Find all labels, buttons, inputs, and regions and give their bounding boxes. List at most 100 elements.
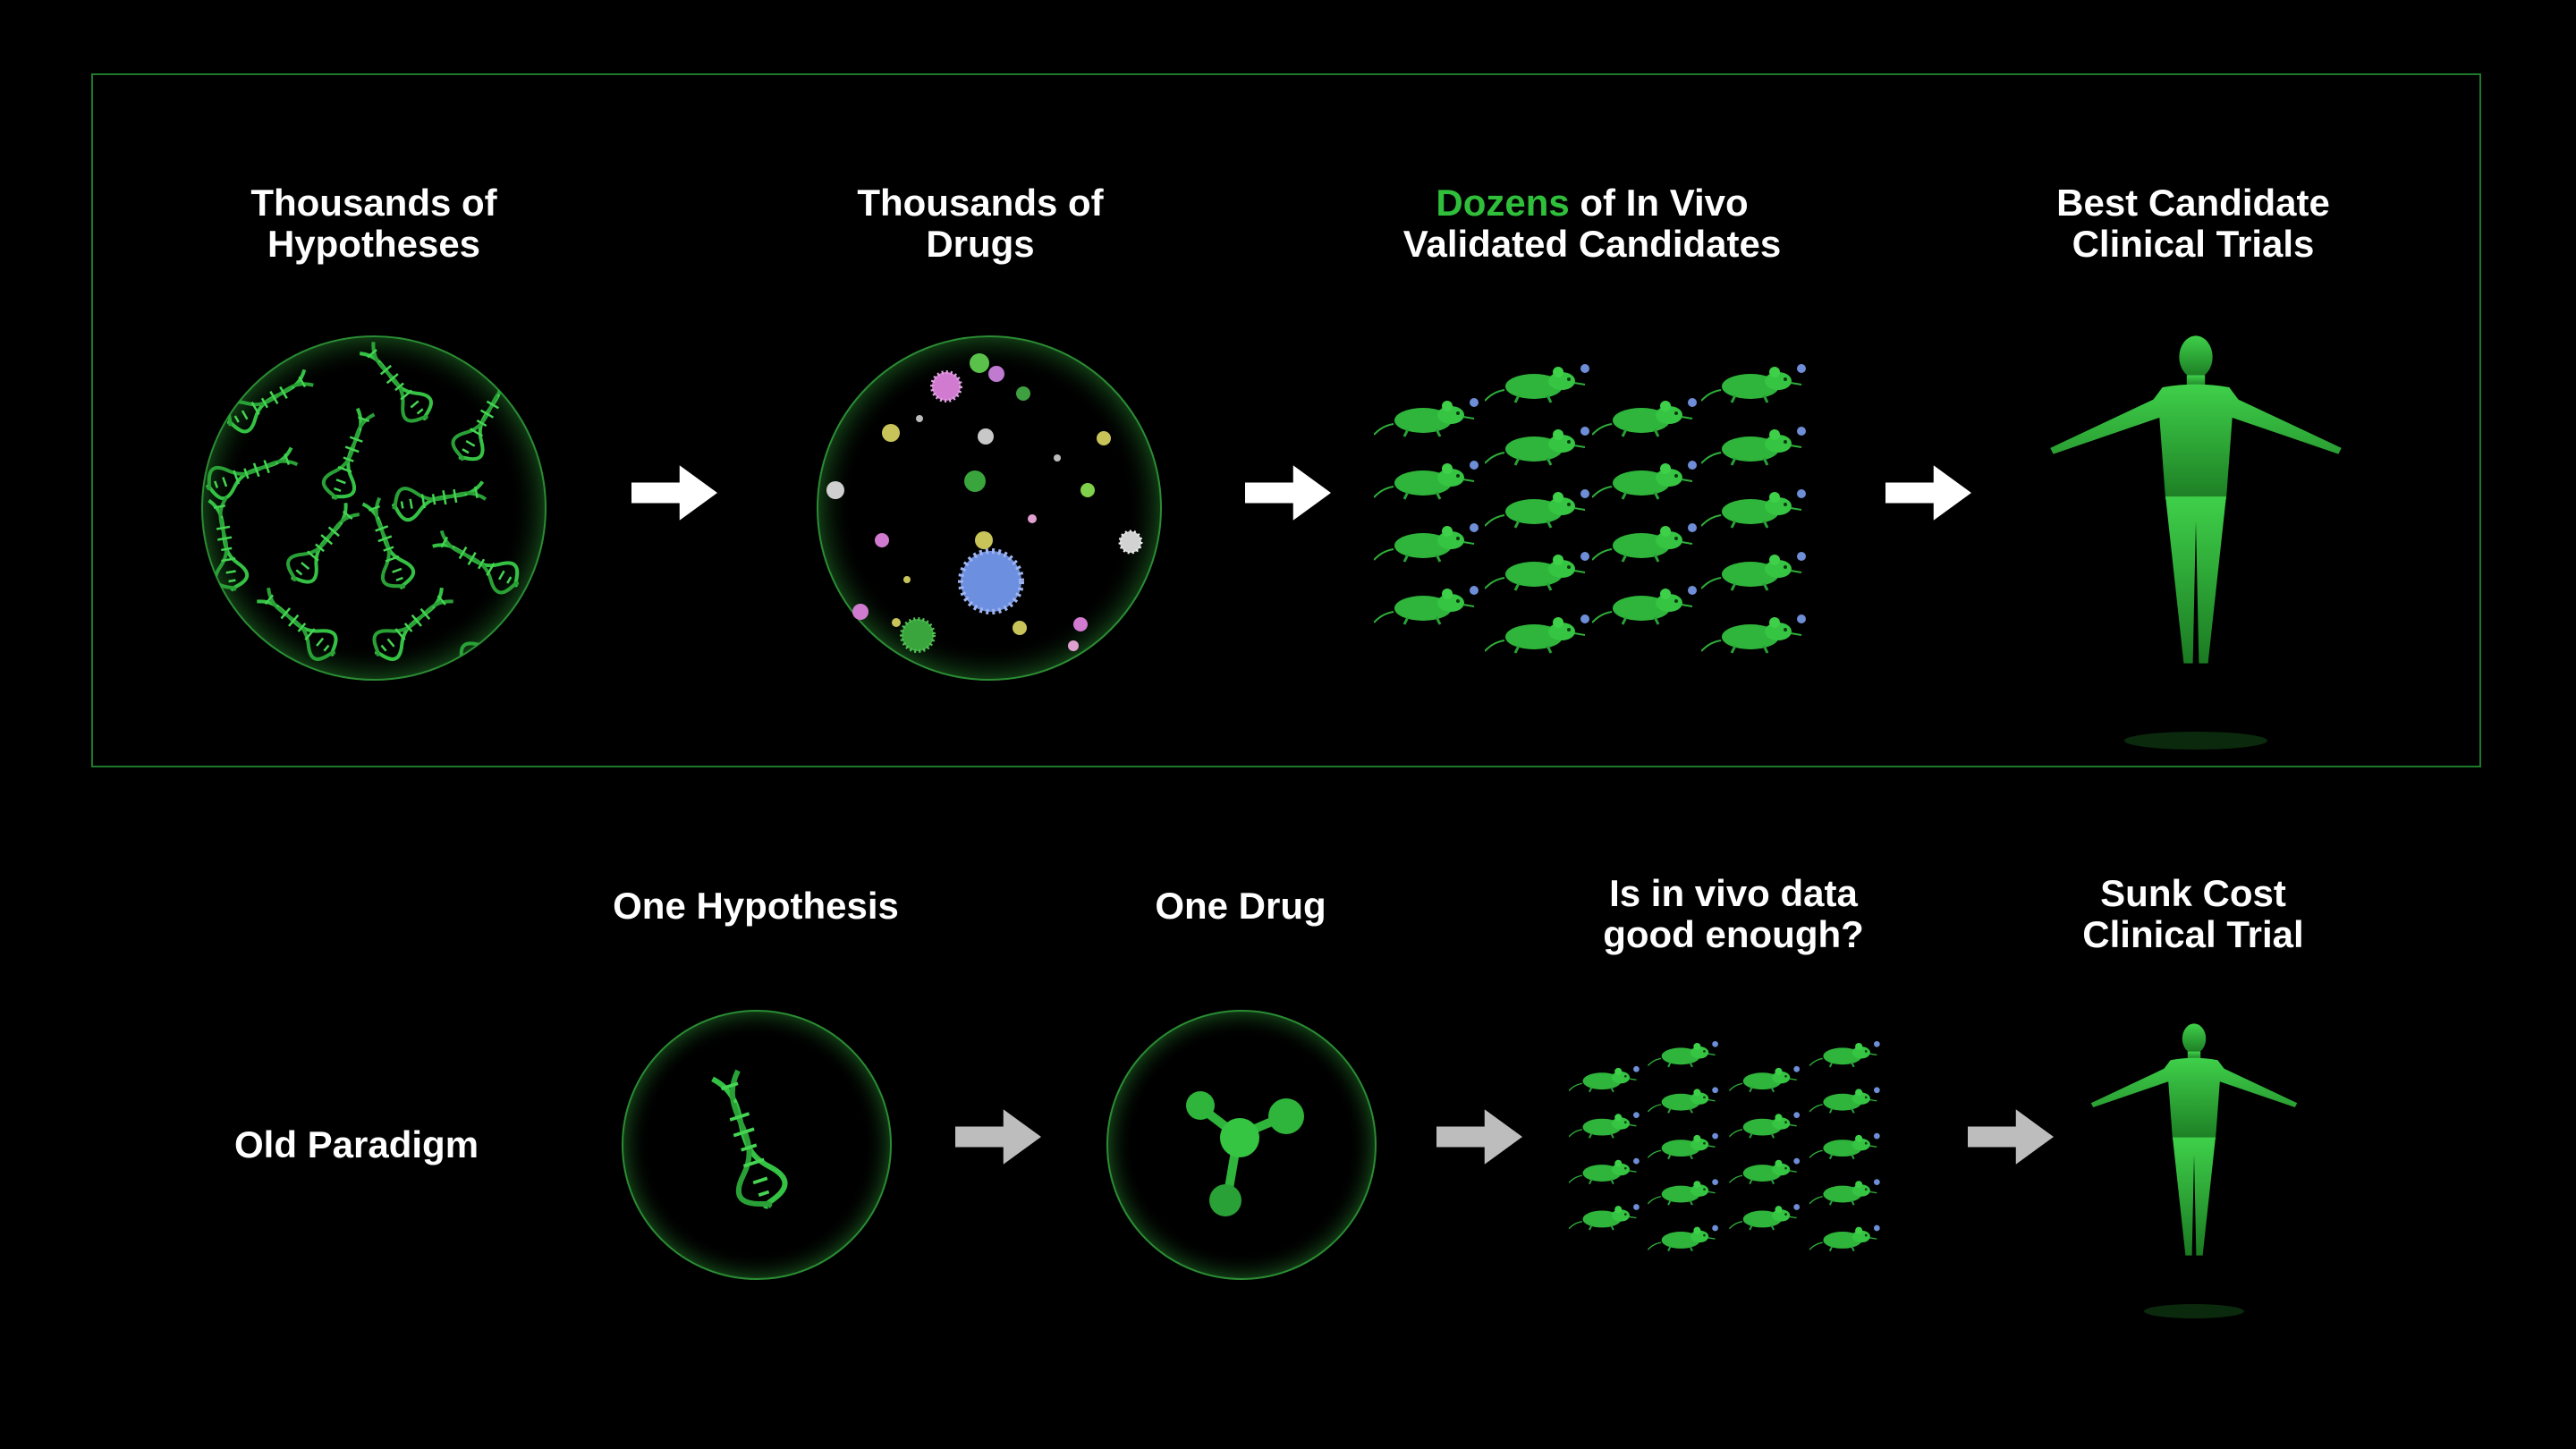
stage-title-candidates: Dozens of In Vivo Validated Candidates [1403, 182, 1781, 265]
mouse-icon [1701, 613, 1808, 655]
mouse-icon [1809, 1039, 1881, 1068]
title-accent: Dozens [1436, 182, 1570, 224]
mouse-icon [1648, 1039, 1719, 1068]
virus-icon [852, 604, 869, 620]
arrow-right-icon [1436, 1109, 1522, 1165]
one-drug-circle [1106, 1009, 1377, 1281]
mouse-icon [1701, 425, 1808, 467]
old-paradigm-label: Old Paradigm [234, 1123, 479, 1165]
mouse-icon [1569, 1157, 1640, 1185]
virus-icon [1073, 617, 1088, 631]
title-line: Drugs [926, 223, 1035, 265]
virus-icon [970, 353, 989, 373]
virus-icon [900, 617, 936, 653]
virus-icon [1118, 530, 1143, 555]
mouse-icon [1809, 1224, 1881, 1252]
mouse-icon [1648, 1131, 1719, 1160]
mice-grid [1374, 354, 1812, 658]
old-human-figure [2082, 1020, 2306, 1324]
stage-title-hypotheses: Thousands of Hypotheses [250, 182, 496, 265]
title-line: One Hypothesis [613, 885, 899, 927]
title-line: Best Candidate [2056, 182, 2330, 224]
virus-icon [1054, 454, 1061, 462]
new-paradigm-frame [91, 73, 2481, 767]
virus-icon [988, 366, 1004, 382]
mouse-icon [1374, 521, 1480, 564]
mouse-icon [1648, 1224, 1719, 1252]
virus-icon-group [826, 353, 1143, 653]
title-line: Thousands of [857, 182, 1104, 224]
mouse-icon [1701, 550, 1808, 592]
arrow-right-icon [1968, 1109, 2054, 1165]
mouse-icon [1485, 613, 1591, 655]
mouse-icon [1569, 1064, 1640, 1093]
virus-icon [1097, 431, 1111, 445]
mouse-icon [1809, 1086, 1881, 1114]
drugs-circle [814, 333, 1165, 683]
human-figure [2039, 333, 2352, 762]
one-hypothesis-circle [621, 1009, 893, 1281]
mouse-icon [1809, 1178, 1881, 1207]
molecule-icon [1186, 1091, 1304, 1216]
virus-icon [1028, 514, 1037, 523]
virus-icon [916, 415, 923, 422]
mouse-icon [1729, 1064, 1801, 1093]
title-line: Sunk Cost [2100, 872, 2286, 914]
title-line: Clinical Trials [2072, 223, 2315, 265]
mouse-icon [1592, 459, 1699, 501]
mouse-icon [1701, 362, 1808, 404]
old-stage-title-hypothesis: One Hypothesis [613, 886, 899, 927]
arrow-right-icon [1245, 465, 1331, 521]
hypotheses-circle [199, 333, 549, 683]
stage-title-drugs: Thousands of Drugs [857, 182, 1103, 265]
arrow-right-icon [1885, 465, 1971, 521]
mouse-icon [1809, 1131, 1881, 1160]
old-stage-title-trial: Sunk Cost Clinical Trial [2082, 873, 2303, 955]
title-line: Hypotheses [267, 223, 481, 265]
virus-icon [1068, 640, 1079, 651]
title-line: One Drug [1155, 885, 1326, 927]
title-line: Clinical Trial [2082, 913, 2304, 955]
mouse-icon [1592, 521, 1699, 564]
mouse-icon [1648, 1178, 1719, 1207]
mouse-icon [1374, 396, 1480, 438]
virus-icon [903, 576, 911, 583]
virus-icon [826, 481, 844, 499]
title-rest: of In Vivo [1569, 182, 1749, 224]
mouse-icon [1485, 425, 1591, 467]
mouse-icon [1374, 584, 1480, 626]
mouse-icon [1485, 550, 1591, 592]
virus-icon [1013, 621, 1027, 635]
old-stage-title-invivo: Is in vivo data good enough? [1603, 873, 1864, 955]
mouse-icon [1569, 1111, 1640, 1140]
virus-icon [875, 533, 889, 547]
stage-title-clinical: Best Candidate Clinical Trials [2056, 182, 2330, 265]
mouse-icon [1569, 1203, 1640, 1232]
mouse-icon [1374, 459, 1480, 501]
old-mice-grid [1569, 1034, 1891, 1258]
virus-icon [892, 618, 901, 627]
virus-icon [978, 428, 994, 445]
mouse-icon [1648, 1086, 1719, 1114]
title-line: Is in vivo data [1609, 872, 1858, 914]
virus-icon [1080, 483, 1095, 497]
virus-icon [1016, 386, 1030, 401]
mouse-icon [1729, 1203, 1801, 1232]
mouse-icon [1729, 1111, 1801, 1140]
title-line: good enough? [1603, 913, 1864, 955]
mouse-icon [1592, 584, 1699, 626]
mouse-icon [1485, 487, 1591, 530]
title-line: Validated Candidates [1402, 223, 1782, 265]
virus-icon [975, 531, 993, 549]
virus-icon [882, 424, 900, 442]
virus-icon [930, 370, 962, 402]
virus-icon [964, 470, 986, 492]
arrow-right-icon [631, 465, 717, 521]
virus-icon [958, 548, 1024, 614]
old-stage-title-drug: One Drug [1155, 886, 1326, 927]
title-line: Dozens of In Vivo [1403, 182, 1781, 224]
human-figure-icon [2090, 1023, 2298, 1256]
title-line: Thousands of [250, 182, 497, 224]
mouse-icon [1592, 396, 1699, 438]
arrow-right-icon [955, 1109, 1041, 1165]
